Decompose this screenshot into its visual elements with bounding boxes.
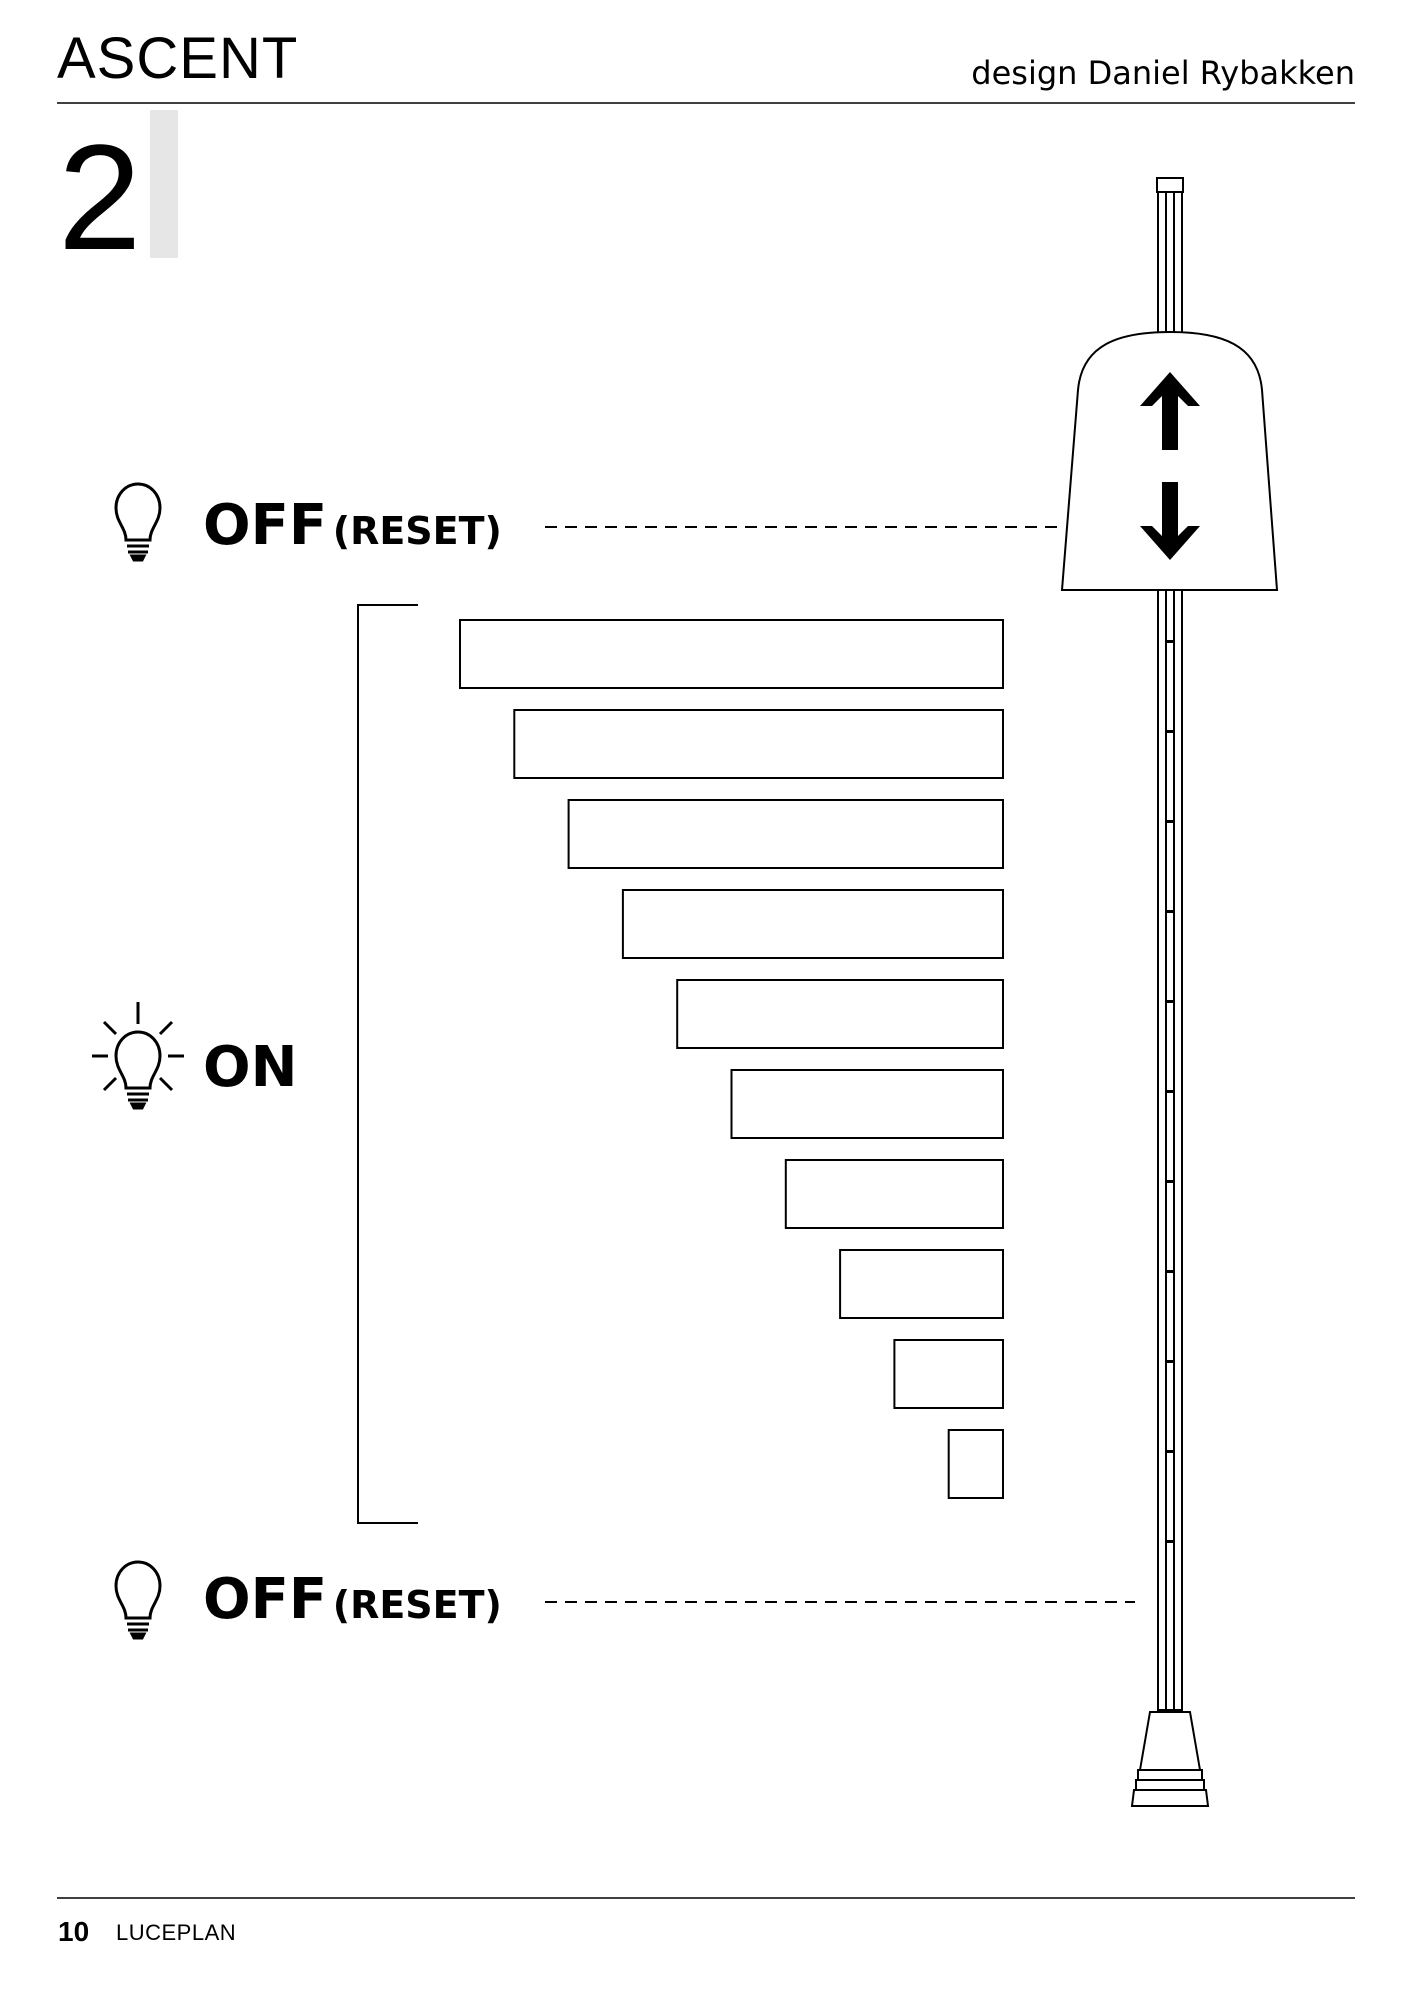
brightness-level-bar xyxy=(893,1339,1005,1409)
pole-notch xyxy=(1166,820,1174,823)
pole-notches xyxy=(1166,640,1174,1543)
brightness-level-bar xyxy=(567,799,1004,869)
state-off-bottom: OFF (RESET) xyxy=(203,1572,502,1628)
arrow-up-icon xyxy=(1140,372,1200,450)
brightness-level-bar xyxy=(513,709,1004,779)
brightness-level-bar xyxy=(459,619,1004,689)
state-on-label: ON xyxy=(203,1035,298,1100)
pole-notch xyxy=(1166,1360,1174,1363)
lightbulb-on-icon xyxy=(92,1002,184,1110)
lamp-base-foot xyxy=(1130,1789,1210,1807)
brightness-level-bar xyxy=(839,1249,1004,1319)
lightbulb-off-icon xyxy=(114,482,162,562)
pole-notch xyxy=(1166,1090,1174,1093)
pole-top-cap xyxy=(1156,177,1184,193)
state-off-label: OFF xyxy=(203,493,328,558)
lamp-shade xyxy=(1060,330,1279,591)
brand-name: LUCEPLAN xyxy=(116,1920,237,1945)
document-title: ASCENT xyxy=(57,26,299,91)
brightness-level-bar xyxy=(947,1429,1005,1499)
state-on: ON xyxy=(203,1040,297,1096)
pole-notch xyxy=(1166,910,1174,913)
lightbulb-off-icon xyxy=(114,1560,162,1640)
brightness-level-bars xyxy=(459,619,1005,1499)
brightness-level-bar xyxy=(730,1069,1004,1139)
designer-credit: design Daniel Rybakken xyxy=(971,54,1355,92)
page-number: 10 xyxy=(58,1916,90,1947)
pole-notch xyxy=(1166,1000,1174,1003)
brightness-level-bar xyxy=(676,979,1004,1049)
state-reset-label: (RESET) xyxy=(332,1583,502,1627)
state-off-label: OFF xyxy=(203,1567,328,1632)
on-range-bracket xyxy=(357,604,418,1524)
pole-notch xyxy=(1166,1180,1174,1183)
brightness-level-bar xyxy=(621,889,1005,959)
state-off-top: OFF (RESET) xyxy=(203,498,502,554)
state-reset-label: (RESET) xyxy=(332,509,502,553)
upper-pole xyxy=(1157,191,1183,335)
pole-notch xyxy=(1166,640,1174,643)
arrow-down-icon xyxy=(1140,482,1200,560)
pole-notch xyxy=(1166,1540,1174,1543)
pole-notch xyxy=(1166,1450,1174,1453)
step-number: 2 xyxy=(58,113,142,281)
pole-notch xyxy=(1166,730,1174,733)
floor-lamp xyxy=(1060,177,1279,1807)
step-accent-bar xyxy=(150,110,178,258)
brightness-level-bar xyxy=(784,1159,1004,1229)
pole-notch xyxy=(1166,1270,1174,1273)
lamp-base-upper xyxy=(1138,1711,1202,1771)
lower-pole xyxy=(1157,589,1183,1711)
